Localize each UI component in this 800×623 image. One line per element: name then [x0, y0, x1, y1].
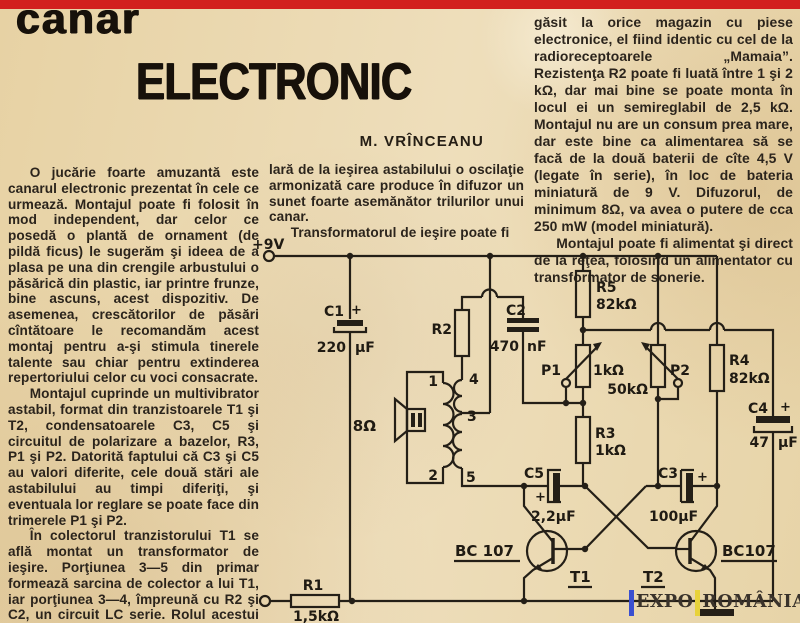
r3-label: R3 [595, 426, 616, 442]
r5-label: R5 [596, 280, 617, 296]
r5-value: 82kΩ [596, 297, 637, 313]
t2-label: T2 [643, 568, 664, 586]
t1-label: T1 [570, 568, 591, 586]
transistor-t1: BC 107 T1 [454, 486, 592, 601]
c5-value: 2,2µF [531, 509, 576, 525]
capacitor-c3: C3 + 100µF [646, 466, 717, 525]
c4-unit: µF [778, 435, 798, 451]
r3-value: 1kΩ [595, 443, 626, 459]
t1-type-label: BC 107 [455, 542, 514, 560]
c3-label: C3 [658, 466, 678, 482]
r1-value: 1,5kΩ [293, 609, 339, 623]
p1-value: 1kΩ [593, 363, 624, 379]
resistor-r1: R1 1,5kΩ [258, 578, 773, 623]
resistor-r4: R4 82kΩ [708, 256, 770, 486]
capacitor-c2: C2 470 nF [490, 303, 583, 405]
speaker: 8Ω 1 2 [353, 370, 455, 485]
r4-value: 82kΩ [729, 371, 770, 387]
c5-label: C5 [524, 466, 544, 482]
c2-value: 470 [490, 339, 519, 355]
tap3-label: 3 [467, 409, 477, 425]
article-column-right: găsit la orice magazin cu piese electron… [534, 14, 793, 286]
terminal-circle [258, 594, 272, 608]
supply-terminal: +9V [252, 237, 717, 263]
paragraph: O jucărie foarte amuzantă este canarul e… [8, 165, 259, 386]
capacitor-c1: C1 + 220 µF [317, 256, 375, 601]
tap1-label: 1 [428, 374, 438, 390]
article-column-middle: lară de la ieşirea astabilului o oscilaţ… [269, 162, 524, 241]
transformer-primary: 4 3 5 [451, 256, 524, 488]
transistor-t2: BC107 T2 [641, 486, 777, 616]
plus-sign: + [697, 470, 708, 485]
tap2-label: 2 [428, 468, 438, 484]
logo-blue-bar [629, 590, 634, 616]
tap5-label: 5 [466, 470, 476, 486]
tap4-label: 4 [469, 372, 479, 388]
ground-bar [696, 609, 734, 616]
paragraph: Montajul cuprinde un multivibrator astab… [8, 386, 259, 528]
author-byline: M. VRÎNCEANU [359, 133, 484, 150]
capacitor-c5: C5 + 2,2µF [524, 466, 585, 525]
logo-word-expo: EXPO [636, 592, 694, 613]
p2-value: 50kΩ [607, 382, 648, 398]
plus-sign: + [351, 303, 362, 318]
transformer-secondary-coil [442, 381, 455, 469]
paragraph: Transformatorul de ieşire poate fi [290, 225, 510, 241]
c1-label: C1 [324, 304, 344, 320]
junction-dots [346, 252, 721, 605]
cross-coupling-wires [584, 485, 676, 550]
logo-word-romania: ROMÂNIA [702, 592, 800, 613]
plus-sign: + [780, 400, 791, 415]
c2-unit: nF [527, 339, 547, 355]
wire-hop [480, 288, 499, 298]
red-top-bar [0, 0, 800, 9]
r4-label: R4 [729, 353, 750, 369]
resistor-r3: R3 1kΩ [574, 403, 626, 486]
paragraph: găsit la orice magazin cu piese electron… [534, 14, 793, 234]
c4-value: 47 [750, 435, 769, 451]
trimmer-p2: P2 50kΩ [607, 256, 690, 486]
c1-unit: µF [355, 340, 375, 356]
c1-value: 220 [317, 340, 346, 356]
capacitor-c4: C4 + 47 µF [748, 400, 798, 601]
supply-label: +9V [252, 237, 284, 253]
expo-romania-logo: EXPO ROMÂNIA [627, 589, 800, 617]
p1-label: P1 [541, 363, 561, 379]
t2-type-label: BC107 [722, 542, 776, 560]
page-title: canar [16, 0, 141, 43]
p2-label: P2 [670, 363, 690, 379]
paragraph: lară de la ieşirea astabilului o oscilaţ… [269, 162, 524, 225]
r1-label: R1 [303, 578, 324, 594]
page-title-main: ELECTRONIC [136, 53, 412, 111]
speaker-impedance: 8Ω [353, 417, 376, 435]
paragraph: În colectorul tranzistorului T1 se află … [8, 528, 259, 623]
plus-sign: + [535, 490, 546, 505]
speaker-cone [393, 396, 409, 444]
article-column-left: O jucărie foarte amuzantă este canarul e… [8, 165, 259, 623]
resistor-r2: R2 [431, 288, 525, 358]
c2-label: C2 [506, 303, 526, 319]
r2-label: R2 [431, 322, 452, 338]
c3-value: 100µF [649, 509, 698, 525]
c4-label: C4 [748, 401, 768, 417]
logo-yellow-bar [695, 590, 701, 616]
resistor-r5: R5 82kΩ [574, 256, 637, 330]
